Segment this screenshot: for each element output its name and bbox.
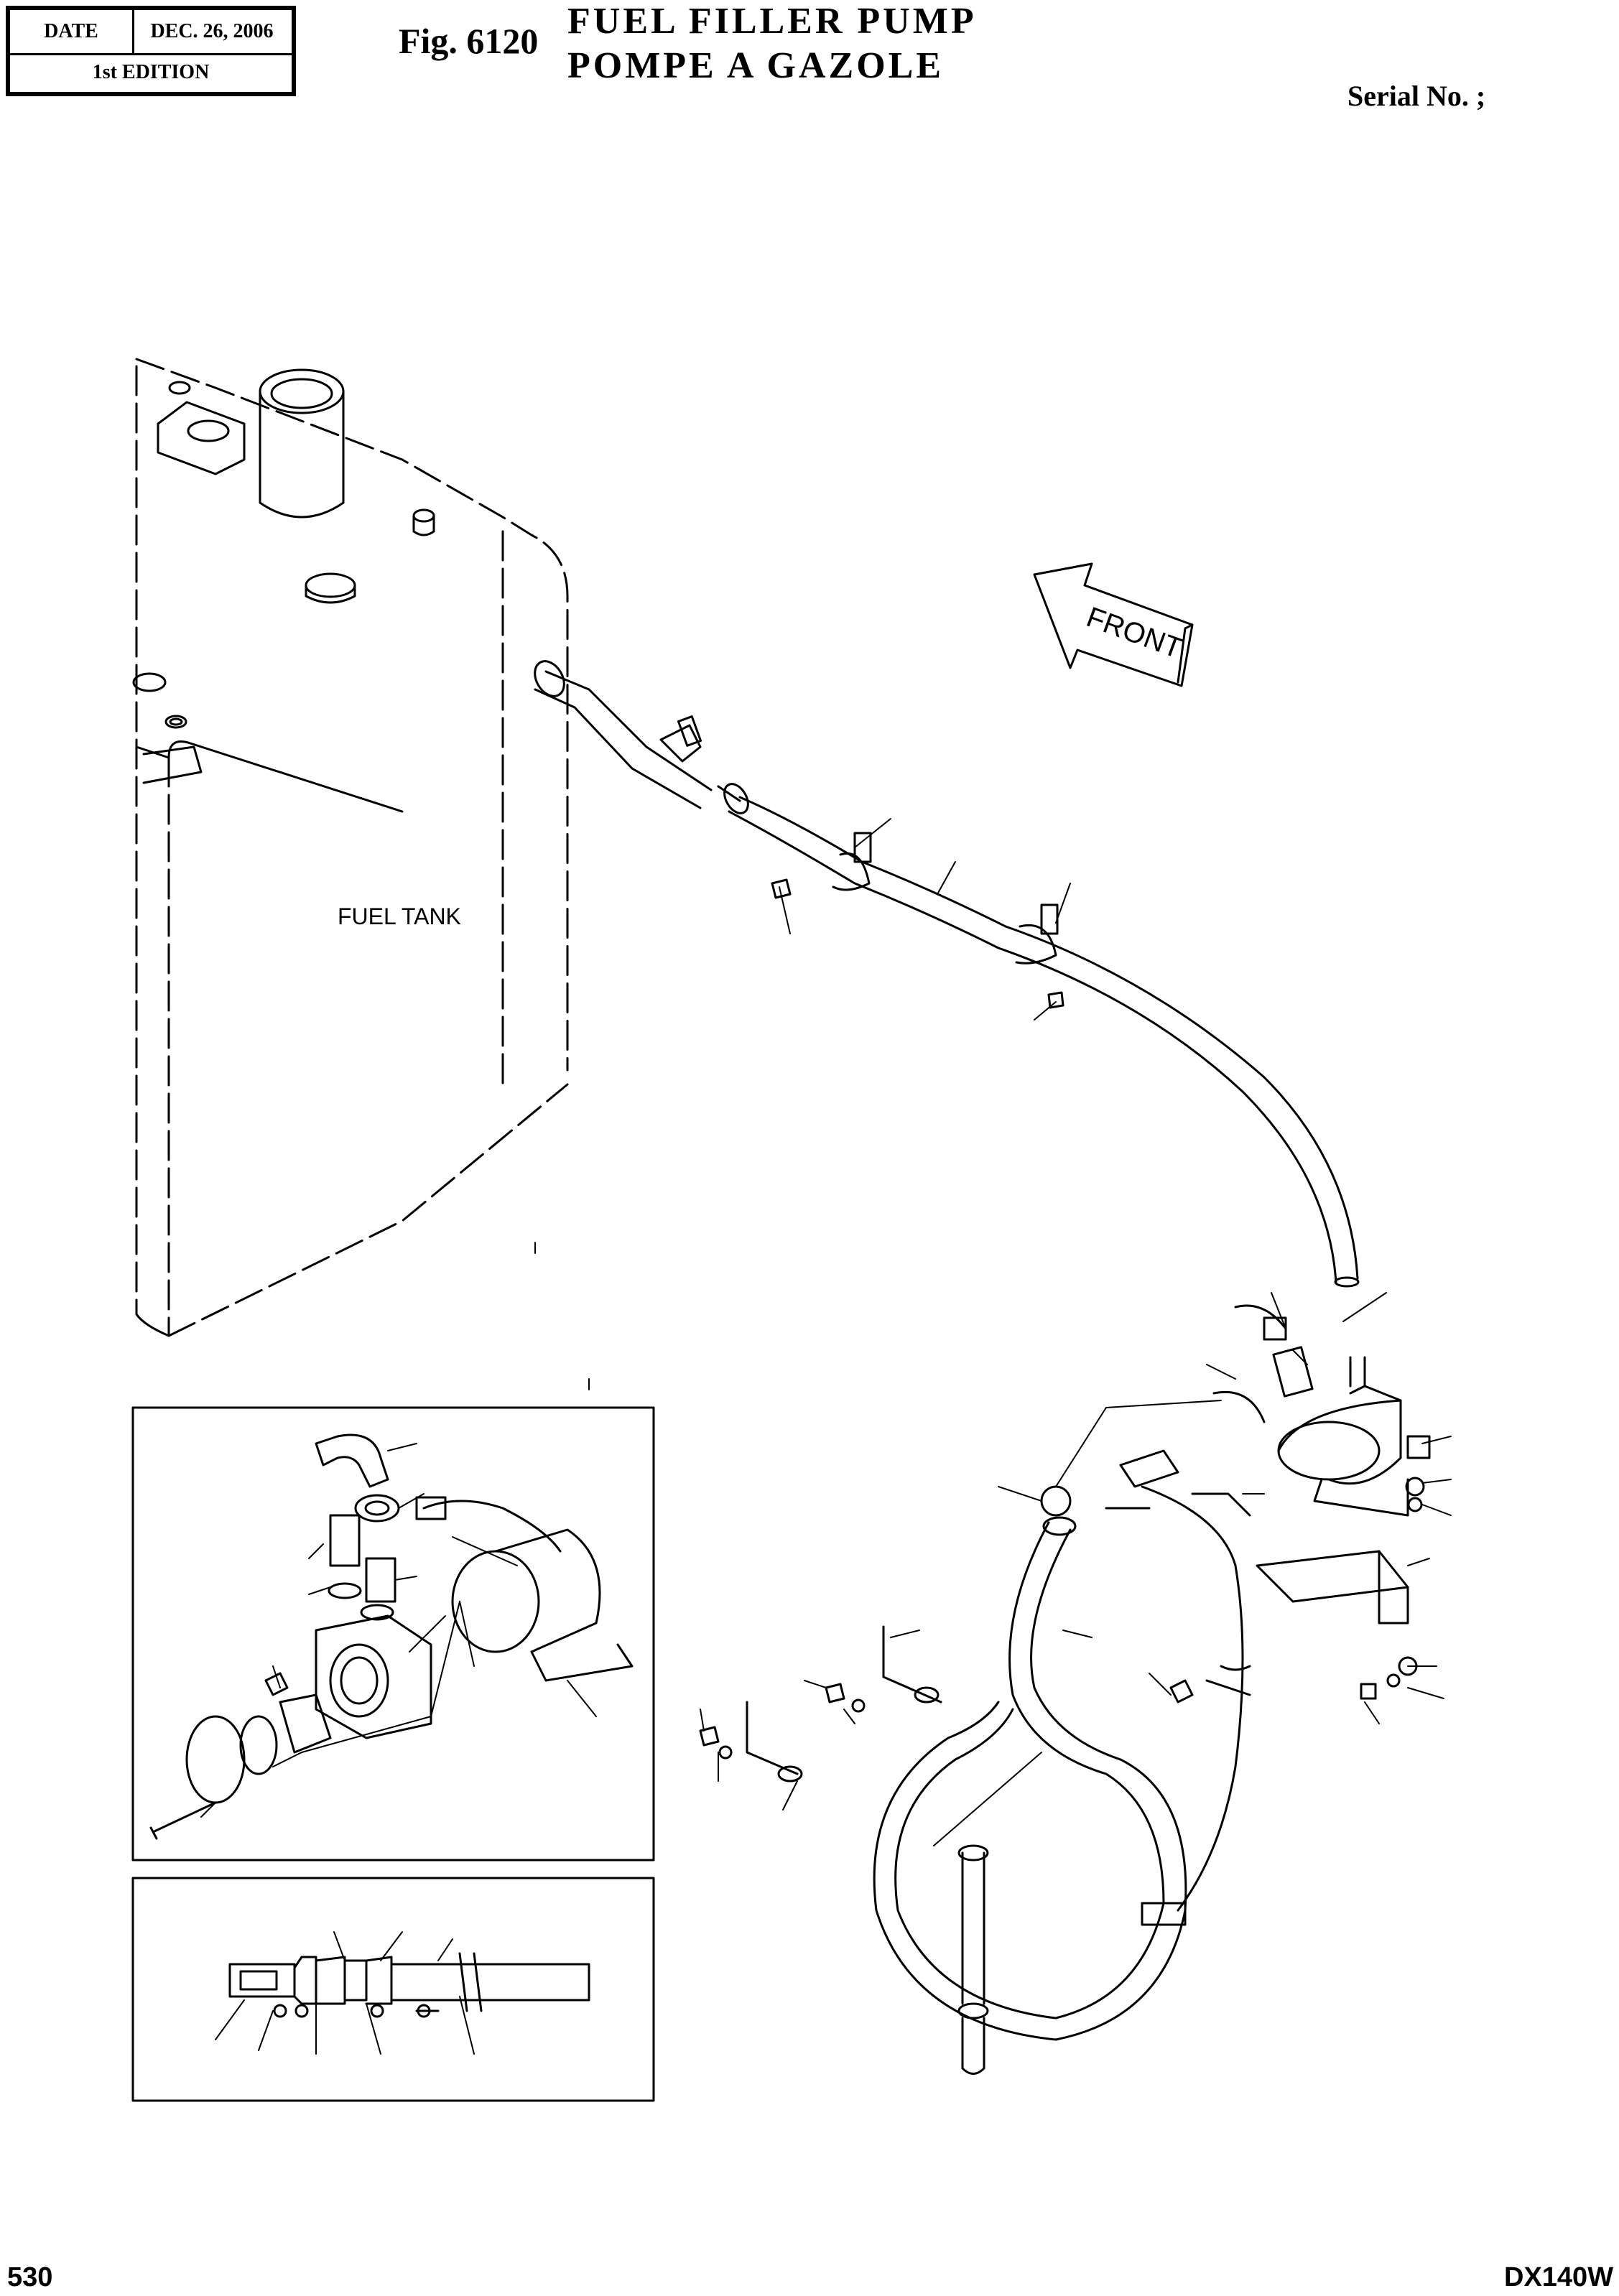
leader-lines xyxy=(700,818,1452,1846)
inset-hose-assembly xyxy=(131,1877,655,2102)
figure-number: Fig. 6120 xyxy=(399,21,539,61)
front-arrow xyxy=(1033,562,1194,687)
date-label: DATE xyxy=(10,10,134,55)
fuel-tank xyxy=(132,358,569,1337)
model-number: DX140W xyxy=(1504,2262,1614,2292)
filler-hose-coil xyxy=(699,1485,1187,2075)
page-number: 530 xyxy=(7,2262,53,2292)
wire-harness xyxy=(1105,1449,1251,1926)
date-value: DEC. 26, 2006 xyxy=(132,10,292,55)
suction-hose xyxy=(534,660,1360,1288)
fuel-tank-label: FUEL TANK xyxy=(338,903,461,929)
edition-label: 1st EDITION xyxy=(92,61,210,83)
pump-assembly xyxy=(1212,1304,1431,1700)
inset-pump-exploded xyxy=(131,1406,655,1862)
serial-number: Serial No. ; xyxy=(1347,80,1486,112)
front-label: FRONT xyxy=(1082,601,1187,664)
figure-title-en: FUEL FILLER PUMP xyxy=(567,1,977,42)
figure-title-fr: POMPE A GAZOLE xyxy=(567,45,945,86)
header-box: DATE DEC. 26, 2006 1st EDITION xyxy=(6,6,296,96)
